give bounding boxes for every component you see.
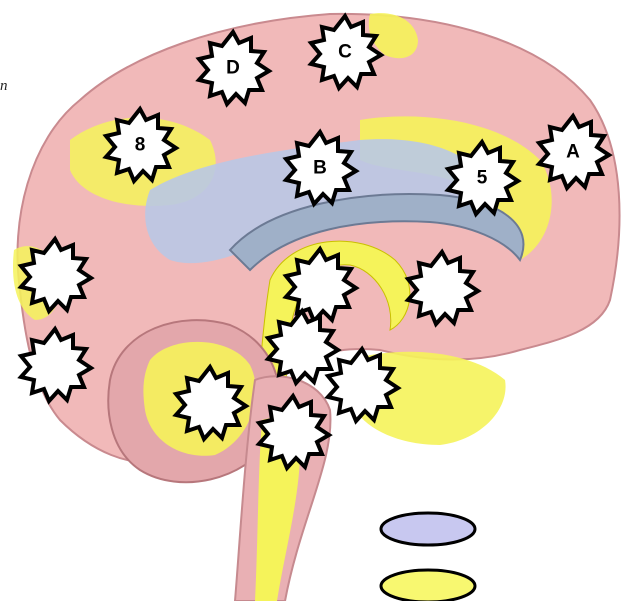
starburst-label: C [338, 42, 352, 63]
legend-lavender-key [381, 513, 475, 545]
starburst-label: B [313, 158, 327, 179]
legend-yellow-key [381, 570, 475, 601]
starburst-label: A [566, 142, 580, 163]
starburst-label: 5 [477, 168, 488, 189]
starburst-label: D [226, 58, 240, 79]
starburst-label: 8 [135, 135, 146, 156]
